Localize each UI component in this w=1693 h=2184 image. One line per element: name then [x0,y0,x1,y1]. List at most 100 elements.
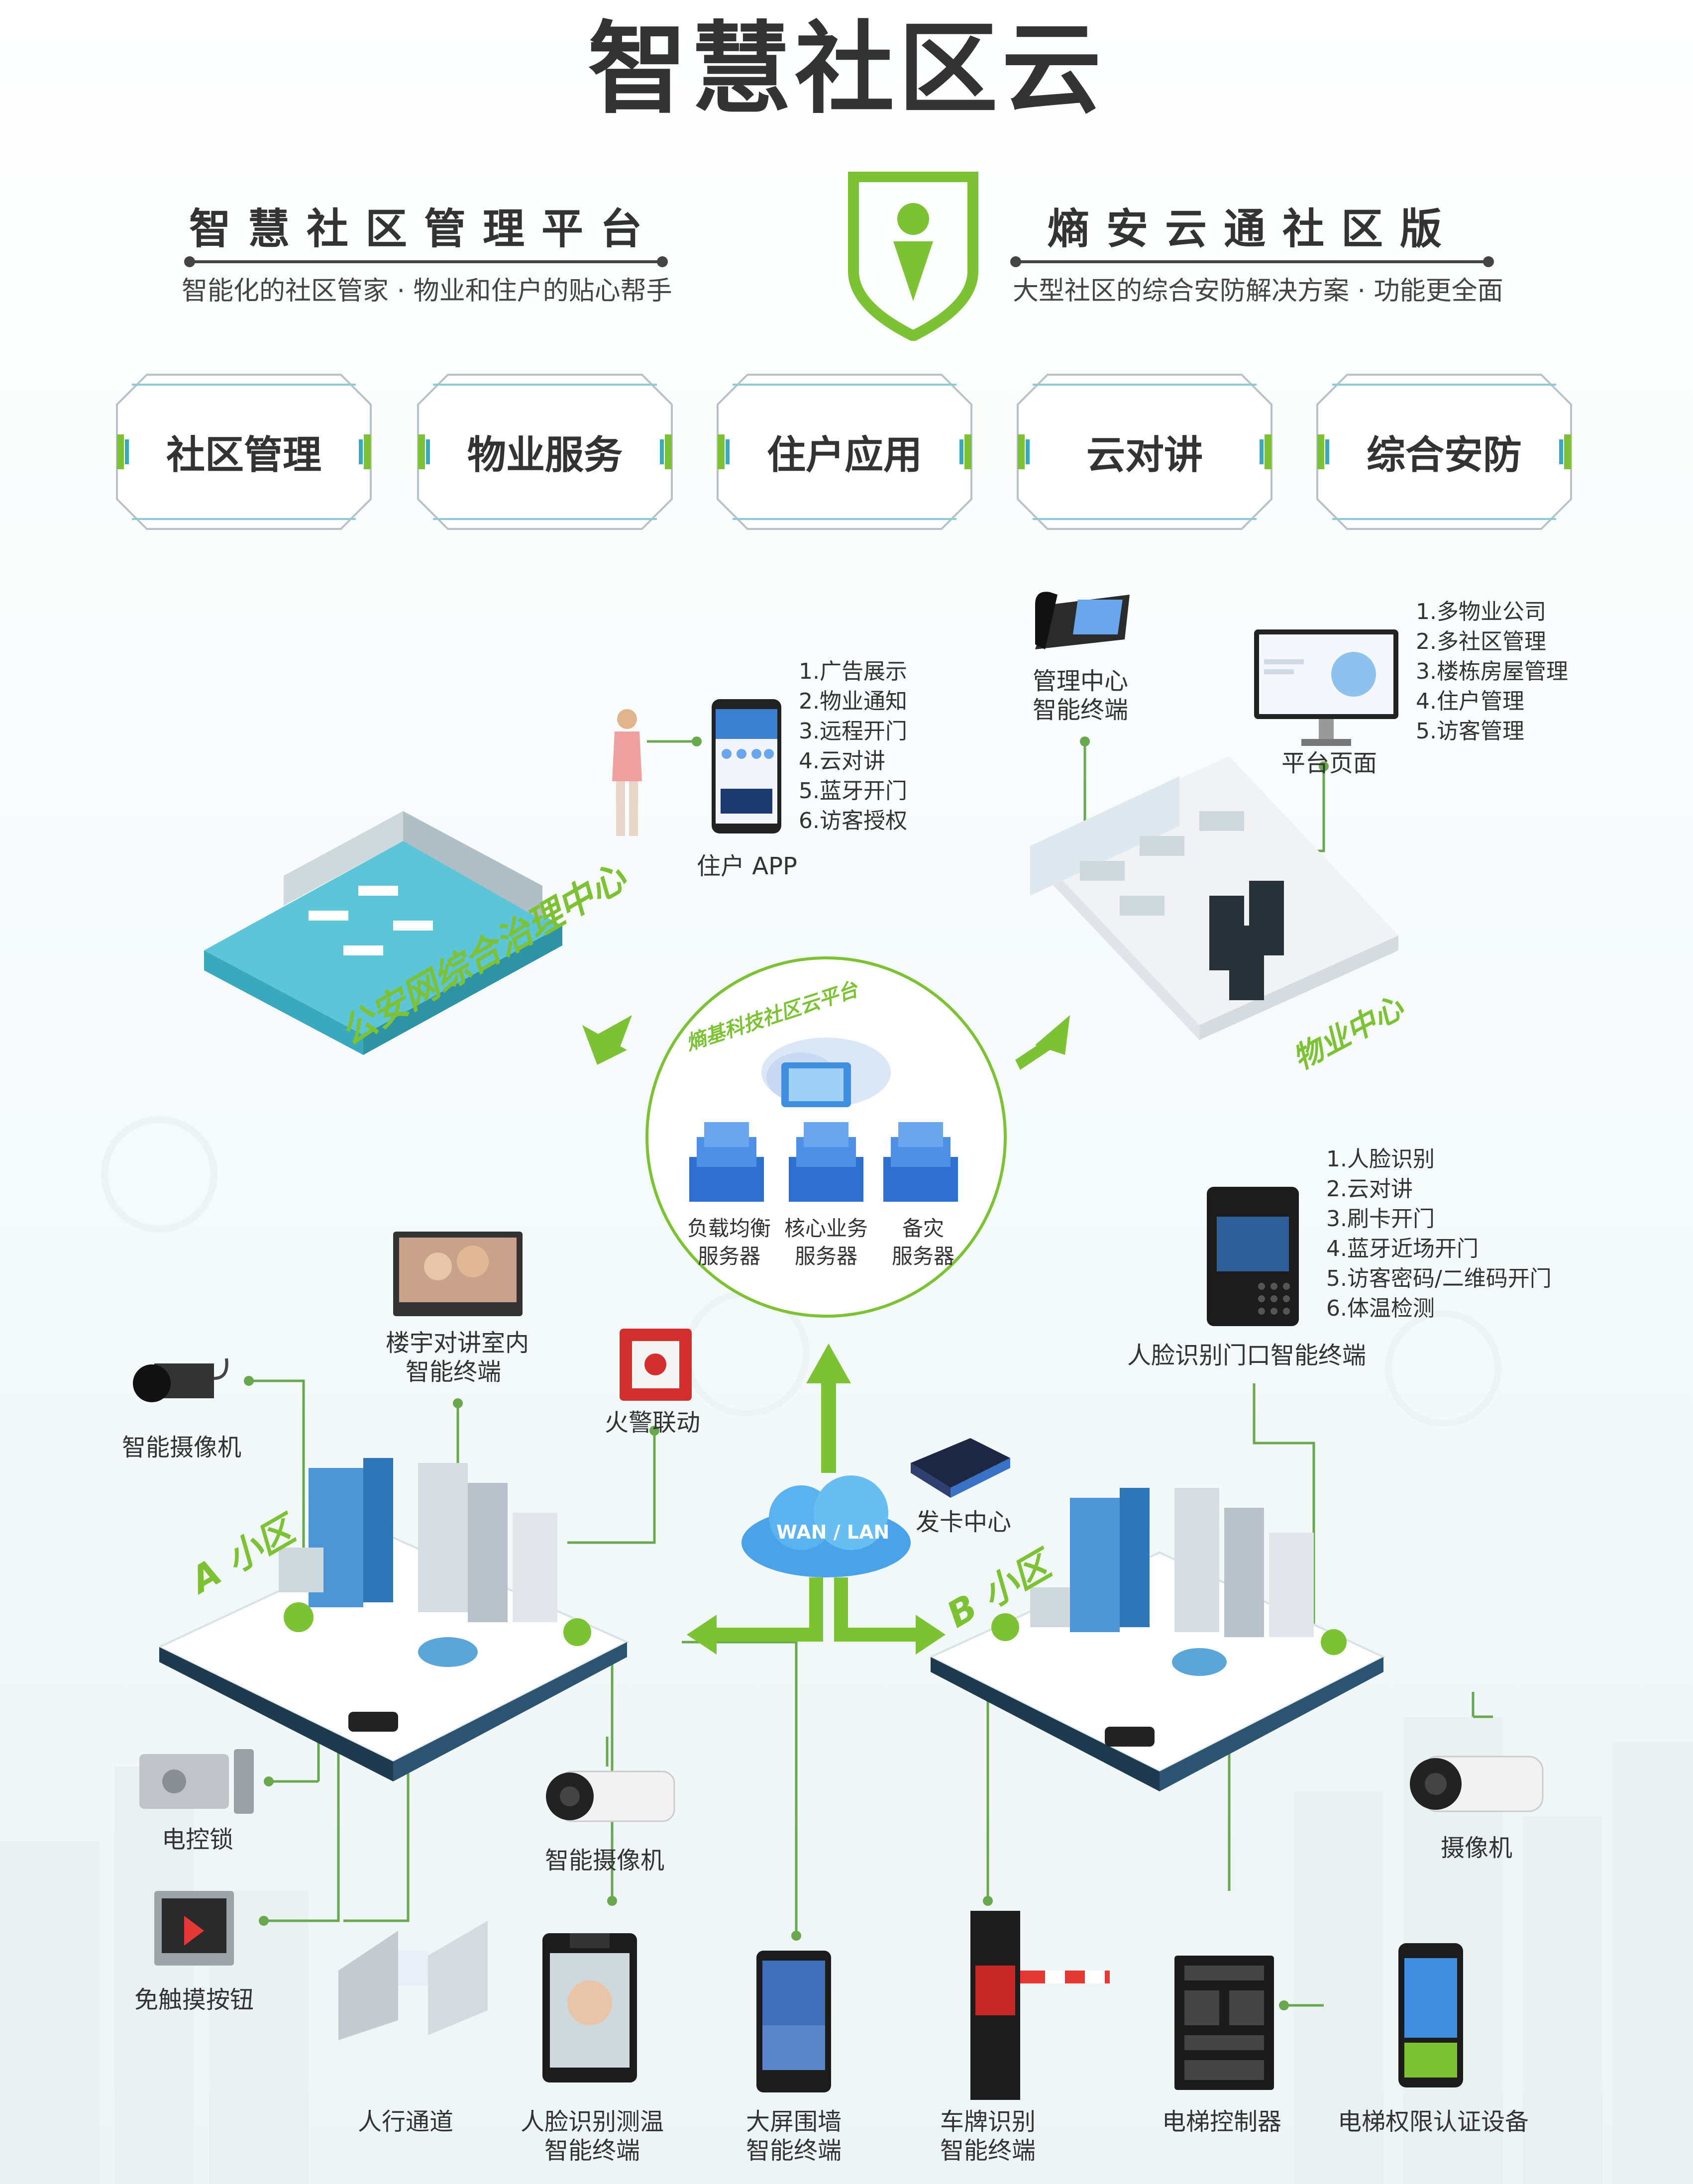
exit-button-icon [154,1891,234,1966]
elevator-auth-device-icon [1398,1943,1463,2087]
desk-phone-icon [1035,592,1130,649]
feature-5[interactable]: 综合安防 [1312,370,1576,534]
smart-camera-top-icon [133,1358,228,1402]
server-1-line1: 负载均衡 [687,1216,771,1241]
resident-figure-icon [612,709,642,836]
feature-1[interactable]: 社区管理 [112,370,376,534]
exit-button-label: 免触摸按钮 [134,1986,254,2014]
zone-a-illustration [159,1458,630,1781]
face-door-label: 人脸识别门口智能终端 [1127,1342,1367,1369]
mgmt-terminal-line1: 管理中心 [1033,667,1129,695]
platform-left-title: 智慧社区管理平台 [189,205,659,253]
feature-label: 云对讲 [1086,433,1203,478]
feature-frame-icon [1017,374,1272,530]
license-plate-terminal-icon [970,1911,1110,2100]
feature-label: 综合安防 [1366,433,1522,478]
list-item: 2.多社区管理 [1416,629,1546,654]
platform-right-desc: 大型社区的综合安防解决方案 · 功能更全面 [1013,276,1503,306]
camera-b-label: 摄像机 [1441,1834,1513,1862]
camera-b-icon [1410,1756,1544,1812]
list-item: 4.住户管理 [1416,689,1524,714]
resident-app-phone-icon [712,699,781,833]
electric-lock-label: 电控锁 [162,1826,234,1854]
indoor-terminal-line2: 智能终端 [406,1358,502,1386]
heading-dot-left [184,256,195,267]
list-item: 1.广告展示 [799,659,907,684]
resident-app-label: 住户 APP [697,852,797,880]
bottom-device-4-line1: 车牌识别 [940,2108,1036,2136]
server-2-line2: 服务器 [794,1244,857,1268]
wan-label: WAN / LAN [776,1521,890,1543]
platform-right-title: 熵安云通社区版 [1048,205,1459,253]
server-2-line1: 核心业务 [784,1216,868,1241]
feature-label: 物业服务 [467,433,623,478]
platform-left-desc: 智能化的社区管家 · 物业和住户的贴心帮手 [182,276,672,306]
feature-frame-icon [116,374,372,530]
heading-dot-right-end [1483,256,1494,267]
bottom-device-6-line1: 电梯权限认证设备 [1337,2108,1529,2136]
cloud-platform-circle [645,956,1007,1318]
list-item: 4.蓝牙近场开门 [1326,1236,1479,1261]
list-item: 1.人脸识别 [1326,1146,1435,1172]
bottom-device-5-line1: 电梯控制器 [1162,2108,1281,2136]
list-item: 2.云对讲 [1326,1176,1413,1202]
heading-dot-left-end [657,256,668,267]
list-item: 5.访客管理 [1416,719,1524,744]
bottom-device-3-line1: 大屏围墙 [745,2108,842,2136]
elevator-controller-icon [1174,1956,1274,2090]
face-door-terminal-icon [1207,1187,1299,1326]
list-item: 3.楼栋房屋管理 [1416,659,1568,684]
list-item: 3.远程开门 [799,719,907,744]
feature-frame-icon [1316,374,1572,530]
server-icons [689,1122,958,1202]
list-item: 4.云对讲 [799,748,885,774]
heading-underline-left [189,260,662,263]
card-issuer-icon [911,1438,1010,1498]
smart-camera-mid-icon [546,1770,675,1822]
feature-label: 住户应用 [766,433,922,478]
list-item: 2.物业通知 [799,689,907,714]
card-center-label: 发卡中心 [916,1508,1012,1536]
property-center-illustration [1030,756,1398,1040]
list-item: 5.访客密码/二维码开门 [1326,1266,1552,1291]
feature-4[interactable]: 云对讲 [1013,370,1276,534]
feature-label: 社区管理 [166,433,321,478]
list-item: 6.体温检测 [1326,1296,1435,1321]
wan-cloud-icon [741,1475,911,1577]
server-3-line2: 服务器 [891,1244,954,1268]
heading-underline-right [1015,260,1488,263]
smart-camera-top-label: 智能摄像机 [122,1434,242,1461]
server-1-line2: 服务器 [697,1244,760,1268]
feature-3[interactable]: 住户应用 [713,370,976,534]
mgmt-terminal-line2: 智能终端 [1033,696,1129,724]
platform-monitor-icon [1254,629,1398,746]
platform-page-features: 1.多物业公司 2.多社区管理 3.楼栋房屋管理 4.住户管理 5.访客管理 [1416,597,1568,746]
feature-2[interactable]: 物业服务 [413,370,677,534]
face-temperature-terminal-icon [542,1933,637,2082]
bottom-device-4-line2: 智能终端 [940,2137,1036,2165]
bottom-device-3-line2: 智能终端 [745,2137,842,2165]
platform-page-label: 平台页面 [1281,749,1377,777]
feature-frame-icon [717,374,972,530]
indoor-terminal-line1: 楼宇对讲室内 [386,1329,529,1357]
shield-logo-icon [848,172,978,341]
indoor-terminal-icon [393,1232,523,1316]
list-item: 1.多物业公司 [1416,599,1546,624]
police-center-illustration [204,811,562,1055]
electric-lock-icon [139,1749,254,1814]
heading-dot-right [1010,256,1021,267]
page-title: 智慧社区云 [587,11,1105,127]
pedestrian-gate-icon [338,1921,488,2040]
bottom-device-2-line2: 智能终端 [544,2137,640,2165]
fire-alarm-icon [620,1329,692,1401]
list-item: 3.刷卡开门 [1326,1206,1435,1232]
fire-alarm-label: 火警联动 [605,1409,701,1437]
feature-frame-icon [417,374,673,530]
list-item: 6.访客授权 [799,808,907,833]
bottom-device-2-line1: 人脸识别测温 [520,2108,664,2136]
face-door-features: 1.人脸识别 2.云对讲 3.刷卡开门 4.蓝牙近场开门 5.访客密码/二维码开门 6.体… [1326,1144,1552,1324]
bottom-device-1-line1: 人行通道 [357,2108,453,2136]
